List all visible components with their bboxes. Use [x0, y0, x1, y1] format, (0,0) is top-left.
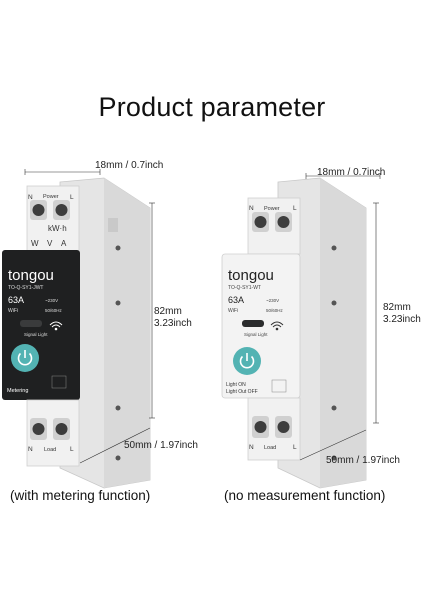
brand-logo: tongou	[228, 267, 274, 284]
wifi-label: WiFi	[228, 308, 238, 314]
meter-label-w: W	[31, 239, 39, 248]
power-label: Power	[264, 206, 280, 212]
meter-label-a: A	[61, 239, 67, 248]
terminal-n-label: N	[28, 194, 33, 201]
frequency-label: 50/60Hz	[266, 308, 284, 313]
current-rating: 63A	[8, 295, 24, 305]
depth-dimension: 50mm / 1.97inch	[124, 440, 198, 451]
power-label: Power	[43, 194, 59, 200]
height-dimension-mm: 82mm	[154, 306, 182, 317]
caption-no-measurement: (no measurement function)	[224, 488, 386, 503]
meter-label-v: V	[47, 239, 53, 248]
light-off-label: Light Out OFF	[226, 389, 258, 395]
brand-logo: tongou	[8, 267, 54, 284]
wifi-label: WiFi	[8, 308, 18, 314]
dimension-lines	[299, 173, 381, 461]
breaker-with-metering-image: N Power L kW·h W V A tongou TO-Q-SY1-JWT…	[2, 169, 155, 489]
height-dimension-inch: 3.23inch	[383, 314, 421, 325]
power-icon	[17, 350, 33, 366]
load-label: Load	[44, 447, 56, 453]
model-label: TO-Q-SY1-JWT	[8, 285, 43, 291]
metering-label: Metering	[7, 388, 28, 394]
terminal-n-label: N	[249, 205, 254, 212]
frequency-label: 50/60Hz	[45, 308, 63, 313]
caption-with-metering: (with metering function)	[10, 488, 151, 503]
width-dimension: 18mm / 0.7inch	[95, 160, 164, 171]
signal-light-label: Signal Light	[24, 332, 48, 337]
terminal-n-bottom-label: N	[249, 444, 254, 451]
signal-light-label: Signal Light	[244, 332, 268, 337]
width-dimension: 18mm / 0.7inch	[317, 167, 386, 178]
voltage-label: ~230V	[45, 298, 58, 303]
terminal-l-bottom-label: L	[70, 446, 74, 453]
wifi-icon	[49, 321, 63, 331]
dimension-lines	[24, 169, 155, 464]
power-icon	[239, 353, 255, 369]
terminal-l-label: L	[70, 194, 74, 201]
light-on-label: Light ON	[226, 382, 246, 388]
load-label: Load	[264, 445, 276, 451]
current-rating: 63A	[228, 295, 244, 305]
page-title: Product parameter	[98, 92, 326, 122]
terminal-n-bottom-label: N	[28, 446, 33, 453]
terminal-l-bottom-label: L	[293, 444, 297, 451]
breaker-no-measurement-image: N Power L tongou TO-Q-SY1-WT 63A ~230V W…	[221, 173, 381, 489]
wifi-icon	[270, 321, 284, 331]
voltage-label: ~230V	[266, 298, 279, 303]
model-label: TO-Q-SY1-WT	[228, 285, 261, 291]
height-dimension-inch: 3.23inch	[154, 318, 192, 329]
kwh-label: kW·h	[48, 224, 67, 233]
terminal-l-label: L	[293, 205, 297, 212]
depth-dimension: 50mm / 1.97inch	[326, 455, 400, 466]
height-dimension-mm: 82mm	[383, 302, 411, 313]
